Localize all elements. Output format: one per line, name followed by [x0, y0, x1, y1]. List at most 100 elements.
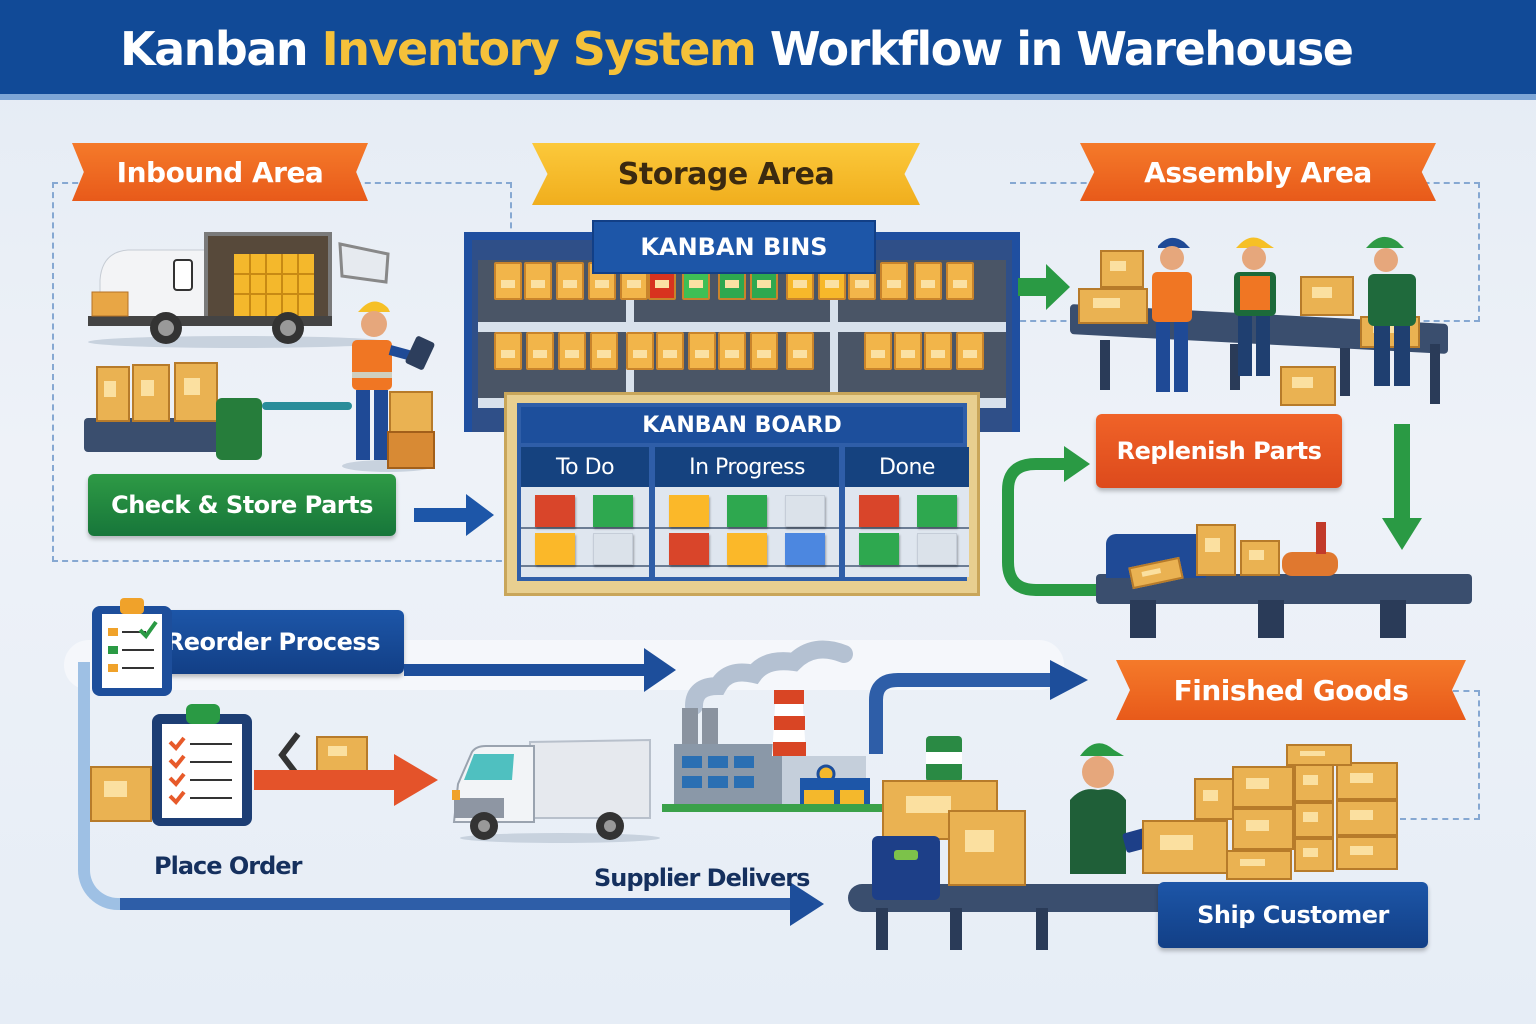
kanban-card-blue[interactable]: [785, 533, 825, 565]
arrow-down-green-icon: [1382, 424, 1422, 550]
chevron-left-icon: [278, 732, 301, 778]
kanban-board: KANBAN BOARD To Do In Progress Done: [504, 392, 980, 596]
kanban-card-empty[interactable]: [593, 533, 633, 565]
finished-goods-ribbon: Finished Goods: [1116, 660, 1466, 720]
kanban-bins-sign: KANBAN BINS: [592, 220, 876, 274]
arrow-right-icon: [404, 648, 676, 692]
kanban-card-yellow[interactable]: [727, 533, 767, 565]
goods-stack-box: [1336, 762, 1398, 800]
kanban-bin: [864, 332, 892, 370]
kanban-bin: [556, 262, 584, 300]
reorder-process-label: Reorder Process: [165, 628, 381, 656]
assembly-worker-green-cap: [1366, 236, 1416, 386]
kanban-card-green[interactable]: [593, 495, 633, 527]
kanban-bins-label: KANBAN BINS: [640, 233, 828, 261]
title-part-1: Kanban: [120, 22, 309, 76]
assembly-worker-yellow-hat: [1234, 237, 1276, 376]
assembly-box: [1100, 250, 1144, 288]
column-header: Done: [845, 447, 969, 487]
kanban-bin: [494, 332, 522, 370]
goods-stack-box: [1294, 764, 1334, 802]
goods-stack-box: [1336, 800, 1398, 836]
kanban-bin: [924, 332, 952, 370]
replenish-box: [1240, 540, 1280, 576]
kanban-bin: [494, 262, 522, 300]
assembly-box: [1078, 288, 1148, 324]
kanban-bin: [526, 332, 554, 370]
kanban-bin: [718, 332, 746, 370]
bottom-flow-line: [120, 898, 810, 910]
title-part-2: Workflow in Warehouse: [769, 22, 1354, 76]
place-order-label: Place Order: [154, 852, 302, 880]
kanban-card-green[interactable]: [727, 495, 767, 527]
kanban-bin: [894, 332, 922, 370]
goods-stack-box: [1286, 744, 1352, 766]
inbound-box: [174, 362, 218, 422]
ship-customer-label: Ship Customer: [1197, 901, 1389, 929]
inbound-area-label: Inbound Area: [116, 155, 324, 189]
kanban-bin: [524, 262, 552, 300]
arrow-right-icon: [414, 494, 494, 536]
assembly-box: [1300, 276, 1354, 316]
green-bucket: [926, 736, 962, 782]
delivery-truck-icon: [88, 232, 390, 348]
kanban-card-green[interactable]: [859, 533, 899, 565]
title-highlight: Inventory System: [321, 22, 757, 76]
assembly-box: [1280, 366, 1336, 406]
kanban-bin: [786, 332, 814, 370]
column-header: In Progress: [655, 447, 839, 487]
supplier-delivers-label: Supplier Delivers: [594, 864, 810, 892]
kanban-bin: [946, 262, 974, 300]
kanban-card-red[interactable]: [669, 533, 709, 565]
kanban-card-red[interactable]: [535, 495, 575, 527]
board-column-todo: To Do: [521, 447, 649, 577]
goods-stack-box: [1336, 836, 1398, 870]
kanban-card-green[interactable]: [917, 495, 957, 527]
scanner-station: [216, 398, 262, 460]
kanban-bin: [750, 332, 778, 370]
arrow-right-orange-icon: [254, 754, 438, 806]
column-header: To Do: [521, 447, 649, 487]
finished-box: [948, 810, 1026, 886]
goods-stack-box: [1294, 838, 1334, 872]
check-store-parts-button[interactable]: Check & Store Parts: [88, 474, 396, 536]
kanban-bin: [880, 262, 908, 300]
inbound-box: [96, 366, 130, 422]
arrow-right-green-icon: [1018, 264, 1070, 310]
factory-icon: [662, 640, 888, 812]
kanban-card-empty[interactable]: [917, 533, 957, 565]
board-column-done: Done: [845, 447, 969, 577]
kanban-card-empty[interactable]: [785, 495, 825, 527]
order-clipboard-icon: [152, 704, 252, 826]
kanban-board-title: KANBAN BOARD: [521, 407, 963, 443]
worker-icon: [342, 301, 435, 472]
inbound-area-ribbon: Inbound Area: [72, 143, 368, 201]
tape-dispenser-icon: [1282, 552, 1338, 576]
kanban-card-yellow[interactable]: [535, 533, 575, 565]
clipboard-checklist-icon: [92, 598, 172, 696]
kanban-bin: [688, 332, 716, 370]
assembly-worker-blue-cap: [1152, 237, 1192, 392]
order-box: [90, 766, 152, 822]
storage-area-ribbon: Storage Area: [532, 143, 920, 205]
goods-stack-box: [1232, 808, 1294, 850]
replenish-parts-button[interactable]: Replenish Parts: [1096, 414, 1342, 488]
storage-area-label: Storage Area: [617, 156, 835, 192]
ship-customer-button[interactable]: Ship Customer: [1158, 882, 1428, 948]
supplier-truck-icon: [452, 738, 660, 843]
tape-dispenser-handle: [1316, 522, 1326, 554]
scanner-cable: [262, 402, 352, 410]
page-title: Kanban Inventory System Workflow in Ware…: [120, 22, 1354, 76]
goods-stack-box: [1194, 778, 1234, 820]
goods-stack-box: [1226, 850, 1292, 880]
arrow-curve-right-icon: [869, 660, 1088, 754]
replenish-parts-label: Replenish Parts: [1116, 437, 1322, 465]
shipping-scale-icon: [872, 836, 940, 900]
finished-goods-label: Finished Goods: [1173, 673, 1409, 707]
replenish-box: [1196, 524, 1236, 576]
check-store-parts-label: Check & Store Parts: [111, 491, 373, 519]
kanban-bin: [914, 262, 942, 300]
kanban-card-red[interactable]: [859, 495, 899, 527]
inbound-box: [132, 364, 170, 422]
kanban-card-yellow[interactable]: [669, 495, 709, 527]
